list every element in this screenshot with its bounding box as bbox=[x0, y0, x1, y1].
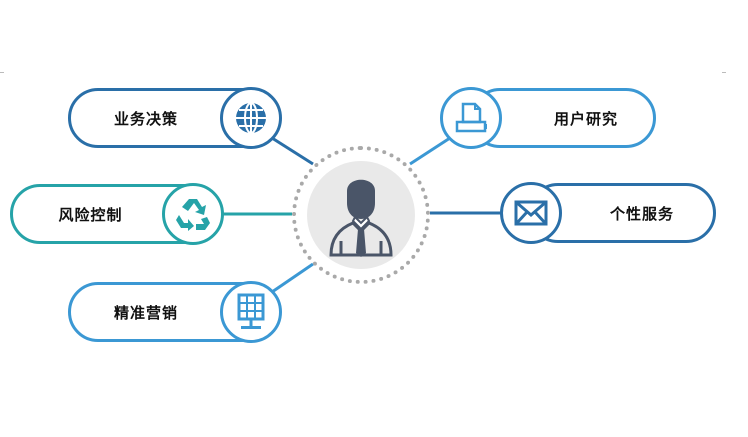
center-disc bbox=[307, 161, 415, 269]
node-label: 用户研究 bbox=[553, 109, 618, 128]
node-business-decision-badge bbox=[220, 87, 282, 149]
globe-icon bbox=[236, 102, 266, 134]
recycle-icon bbox=[176, 199, 210, 231]
edge-tick-right bbox=[722, 72, 726, 73]
node-user-research-badge bbox=[440, 87, 502, 149]
envelope-icon bbox=[514, 200, 548, 226]
printer-document-icon bbox=[455, 102, 487, 133]
edge-tick-left bbox=[0, 72, 4, 73]
node-label: 业务决策 bbox=[113, 109, 178, 128]
node-label: 精准营销 bbox=[113, 303, 178, 322]
businessman-icon bbox=[329, 179, 393, 257]
solar-panel-icon bbox=[237, 293, 265, 329]
node-personalized-service-badge bbox=[500, 182, 562, 244]
center-dotted-ring bbox=[292, 146, 430, 284]
node-precision-marketing-badge bbox=[220, 281, 282, 343]
node-label: 个性服务 bbox=[609, 204, 674, 223]
node-label: 风险控制 bbox=[58, 205, 123, 224]
node-risk-control-badge bbox=[162, 183, 224, 245]
